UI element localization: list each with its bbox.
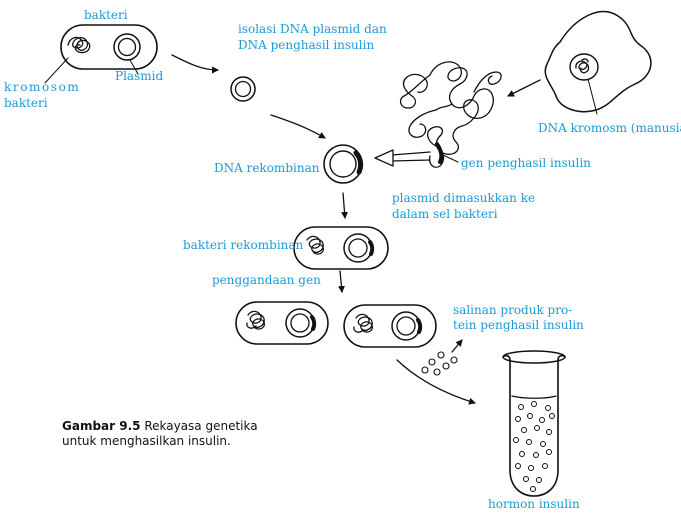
label-salinan-line1: salinan produk pro- xyxy=(453,303,573,317)
arrow-to-gene-copies xyxy=(337,270,345,293)
label-isolasi-line1: isolasi DNA plasmid dan xyxy=(238,22,387,36)
label-dna-rekombinan: DNA rekombinan xyxy=(214,161,320,175)
label-hormon-insulin: hormon insulin xyxy=(488,497,580,511)
inserted-gene-segment xyxy=(353,150,364,175)
label-kromosom-bakteri-line1: kromosom xyxy=(4,80,81,94)
label-isolasi-line2: DNA penghasil insulin xyxy=(238,38,375,52)
plasmid-icon xyxy=(113,33,141,61)
isolated-plasmid xyxy=(230,76,256,102)
figure-caption: Gambar 9.5 Rekayasa genetika untuk mengh… xyxy=(62,419,322,449)
recombinant-bacterium xyxy=(293,226,389,270)
open-arrow-gene-to-plasmid xyxy=(374,149,431,167)
caption-line1: Gambar 9.5 Rekayasa genetika xyxy=(62,419,322,434)
label-kromosom-bakteri-line2: bakteri xyxy=(4,96,48,110)
label-gen-penghasil-insulin: gen penghasil insulin xyxy=(461,156,591,170)
isolated-human-dna xyxy=(399,61,502,168)
caption-number: Gambar 9.5 xyxy=(62,419,141,433)
insulin-gene-segment xyxy=(435,142,444,164)
original-bacterium xyxy=(44,24,158,84)
insulin-protein-dots xyxy=(421,351,458,376)
caption-text-line2: untuk menghasilkan insulin. xyxy=(62,434,231,448)
label-plasmid-dimasukkan-line1: plasmid dimasukkan ke xyxy=(392,191,536,205)
label-bakteri-rekombinan: bakteri rekombinan xyxy=(183,238,304,252)
arrow-to-protein-label xyxy=(451,339,463,353)
multiplied-bacterium-left xyxy=(235,301,329,345)
arrow-from-human-cell xyxy=(507,79,541,97)
label-penggandaan-gen: penggandaan gen xyxy=(212,273,321,287)
arrow-to-test-tube xyxy=(396,359,476,405)
label-bakteri: bakteri xyxy=(84,8,128,22)
arrow-to-recombinant-bacterium xyxy=(341,192,349,219)
bacterial-chromosome-icon xyxy=(67,36,91,54)
recombinant-dna-plasmid xyxy=(323,144,364,184)
human-chromosome-icon xyxy=(575,58,590,74)
human-cell xyxy=(544,10,652,115)
label-plasmid-dimasukkan-line2: dalam sel bakteri xyxy=(392,207,498,221)
label-plasmid: Plasmid xyxy=(115,69,164,83)
label-dna-kromosom-manusia: DNA kromosm (manusia) xyxy=(538,121,681,135)
arrow-to-recombinant xyxy=(270,114,326,139)
multiplied-bacterium-right xyxy=(343,304,437,348)
caption-text-line1: Rekayasa genetika xyxy=(144,419,258,433)
arrow-to-isolated-plasmid xyxy=(171,54,219,74)
label-salinan-line2: tein penghasil insulin xyxy=(453,318,584,332)
test-tube-icon xyxy=(502,350,566,497)
